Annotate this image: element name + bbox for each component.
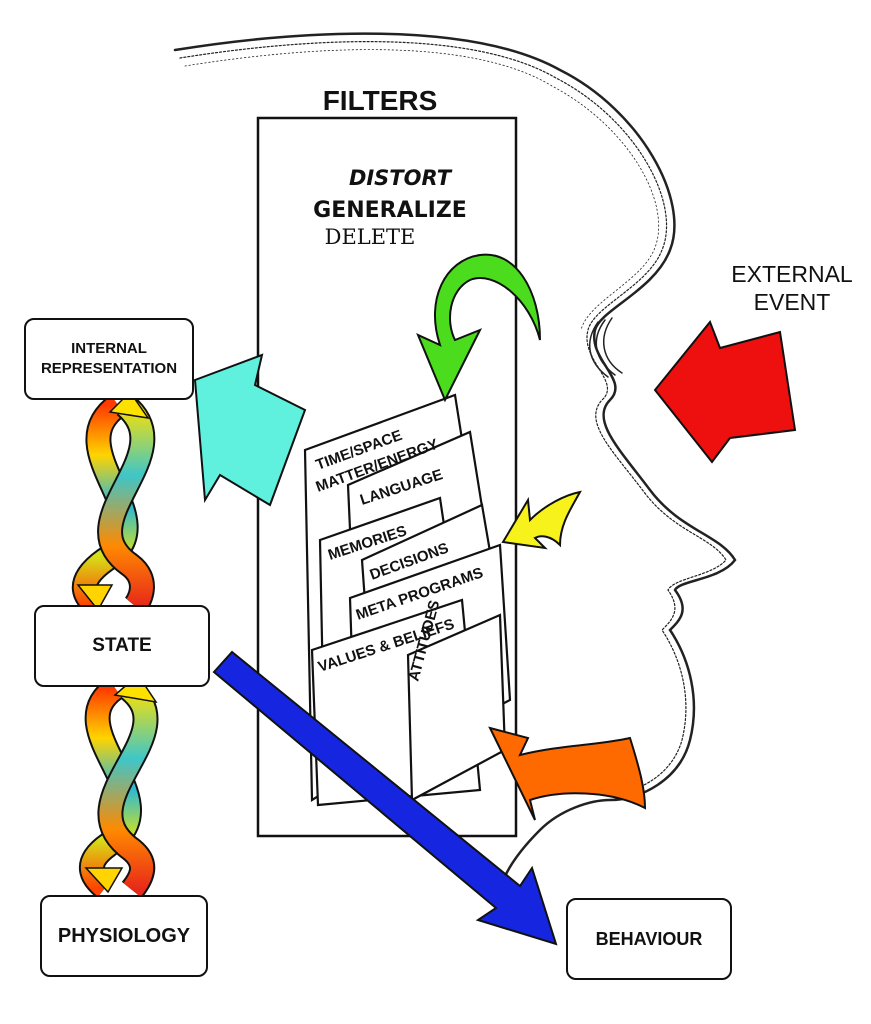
blue-arrow [212,650,558,946]
delete-label: DELETE [325,225,416,249]
twist-arrow-lower [79,673,159,899]
behaviour-label: BEHAVIOUR [595,928,703,949]
external-event-line1: EXTERNAL [731,261,853,287]
state-label: STATE [92,635,152,656]
distort-label: DISTORT [349,166,453,190]
generalize-label: GENERALIZE [313,198,467,223]
red-arrow [653,320,797,464]
twist-arrow-upper [71,390,156,615]
physiology-box: PHYSIOLOGY [40,895,208,977]
green-curved-arrow [416,253,541,403]
orange-curved-arrow [488,726,647,821]
physiology-label: PHYSIOLOGY [57,924,191,947]
filter-stack [303,393,512,807]
yellow-curved-arrow [501,490,582,550]
filters-title: FILTERS [323,85,438,116]
cyan-arrow [193,353,307,507]
internal-representation-box: INTERNAL REPRESENTATION [24,318,194,400]
state-box: STATE [34,605,210,687]
external-event-line2: EVENT [754,289,831,315]
behaviour-box: BEHAVIOUR [566,898,732,980]
internal-representation-label: INTERNAL REPRESENTATION [40,340,178,377]
